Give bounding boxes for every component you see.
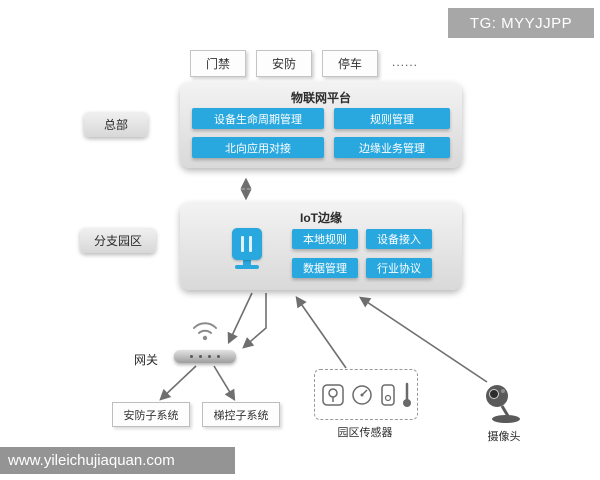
sensor-group-box bbox=[314, 369, 418, 420]
iot-platform-panel: 物联网平台 设备生命周期管理 规则管理 北向应用对接 边缘业务管理 bbox=[180, 82, 462, 168]
subsystem-security: 安防子系统 bbox=[112, 402, 190, 427]
chip-data-management: 数据管理 bbox=[292, 258, 358, 278]
chip-edge-business: 边缘业务管理 bbox=[334, 137, 450, 158]
tab-security: 安防 bbox=[256, 50, 312, 77]
label-branch-campus: 分支园区 bbox=[80, 228, 156, 253]
wifi-icon bbox=[193, 322, 217, 341]
chip-industry-protocol: 行业协议 bbox=[366, 258, 432, 278]
iot-edge-title: IoT边缘 bbox=[300, 211, 342, 225]
thermometer-sensor-icon bbox=[402, 382, 411, 407]
meter-device-icon bbox=[380, 383, 395, 406]
chip-rule-management: 规则管理 bbox=[334, 108, 450, 129]
chip-northbound-app: 北向应用对接 bbox=[192, 137, 324, 158]
edge-device-icon bbox=[232, 228, 262, 269]
tg-watermark-tag: TG: MYYJJPP bbox=[448, 8, 594, 38]
iot-edge-panel: IoT边缘 本地规则 设备接入 数据管理 行业协议 bbox=[180, 202, 462, 290]
tab-parking: 停车 bbox=[322, 50, 378, 77]
iot-platform-title: 物联网平台 bbox=[290, 91, 351, 105]
router-device-icon bbox=[174, 350, 236, 363]
camera-icon bbox=[486, 385, 520, 423]
location-sensor-icon bbox=[321, 383, 344, 406]
label-headquarters: 总部 bbox=[84, 112, 148, 137]
label-campus-sensors: 园区传感器 bbox=[337, 427, 393, 439]
more-ellipsis: ...... bbox=[392, 55, 419, 69]
chip-local-rules: 本地规则 bbox=[292, 229, 358, 249]
tab-access-control: 门禁 bbox=[190, 50, 246, 77]
url-watermark: www.yileichujiaquan.com bbox=[0, 447, 235, 474]
chip-device-lifecycle: 设备生命周期管理 bbox=[192, 108, 324, 129]
chip-device-access: 设备接入 bbox=[366, 229, 432, 249]
subsystem-elevator: 梯控子系统 bbox=[202, 402, 280, 427]
label-gateway: 网关 bbox=[134, 353, 159, 367]
gauge-sensor-icon bbox=[351, 384, 372, 405]
label-camera: 摄像头 bbox=[487, 431, 521, 443]
